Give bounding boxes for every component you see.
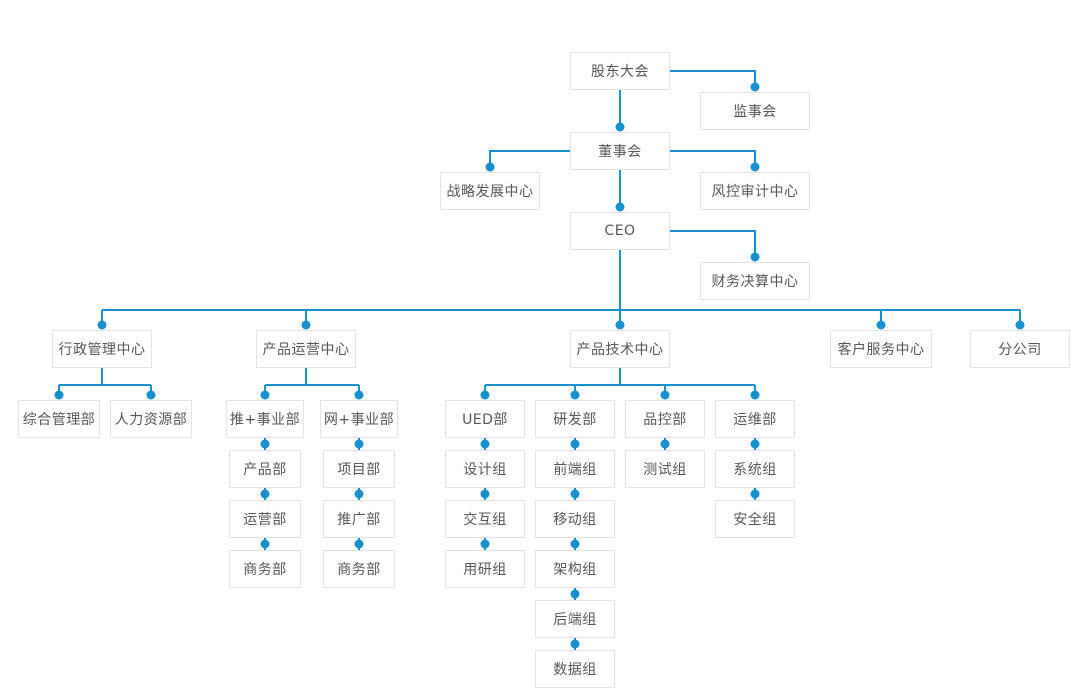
node-security-team: 安全组	[715, 500, 795, 538]
node-promotion-dept: 推广部	[323, 500, 395, 538]
connector-dot	[615, 202, 625, 212]
connector-dot	[570, 639, 580, 649]
node-frontend-team: 前端组	[535, 450, 615, 488]
node-admin-center: 行政管理中心	[52, 330, 152, 368]
node-wang-division: 网+事业部	[320, 400, 398, 438]
connector-dot	[480, 489, 490, 499]
node-customer-service-center: 客户服务中心	[830, 330, 932, 368]
connector-dot	[570, 489, 580, 499]
node-product-ops-center: 产品运营中心	[256, 330, 356, 368]
edge-ceo-finance	[670, 230, 756, 259]
connector-dot	[750, 439, 760, 449]
edge-tech-children	[484, 368, 756, 397]
node-interaction-team: 交互组	[445, 500, 525, 538]
node-strategy-center: 战略发展中心	[440, 172, 540, 210]
node-om-dept: 运维部	[715, 400, 795, 438]
node-business-dept-wang: 商务部	[323, 550, 395, 588]
connector-dot	[260, 439, 270, 449]
connector-dot	[146, 390, 156, 400]
node-ceo: CEO	[570, 212, 670, 250]
edge-board-risk-audit	[670, 150, 756, 169]
connector-dot	[750, 82, 760, 92]
connector-dot	[570, 539, 580, 549]
node-general-admin-dept: 综合管理部	[18, 400, 100, 438]
node-operations-dept: 运营部	[229, 500, 301, 538]
node-supervisory-board: 监事会	[700, 92, 810, 130]
edge-admin-children	[58, 368, 152, 397]
edge-board-strategy	[489, 150, 570, 169]
connector-dot	[354, 390, 364, 400]
node-branch-company: 分公司	[970, 330, 1070, 368]
node-ued-dept: UED部	[445, 400, 525, 438]
edge-ceo-level2-bus	[101, 250, 1021, 327]
connector-dot	[570, 390, 580, 400]
connector-dot	[750, 162, 760, 172]
node-hr-dept: 人力资源部	[110, 400, 192, 438]
connector-dot	[354, 489, 364, 499]
connector-dot	[260, 390, 270, 400]
connector-dot	[480, 539, 490, 549]
node-risk-audit-center: 风控审计中心	[700, 172, 810, 210]
connector-dot	[54, 390, 64, 400]
node-qc-dept: 品控部	[625, 400, 705, 438]
connector-dot	[750, 489, 760, 499]
connector-dot	[660, 390, 670, 400]
connector-dot	[876, 320, 886, 330]
node-shareholders-meeting: 股东大会	[570, 52, 670, 90]
connector-dot	[485, 162, 495, 172]
node-testing-team: 测试组	[625, 450, 705, 488]
node-finance-center: 财务决算中心	[700, 262, 810, 300]
connector-dot	[260, 489, 270, 499]
connector-dot	[301, 320, 311, 330]
connector-dot	[570, 589, 580, 599]
node-backend-team: 后端组	[535, 600, 615, 638]
connector-dot	[354, 539, 364, 549]
node-system-team: 系统组	[715, 450, 795, 488]
connector-dot	[480, 390, 490, 400]
connector-dot	[750, 390, 760, 400]
node-mobile-team: 移动组	[535, 500, 615, 538]
edge-ops-children	[264, 368, 360, 397]
node-architecture-team: 架构组	[535, 550, 615, 588]
node-product-dept: 产品部	[229, 450, 301, 488]
connector-dot	[660, 439, 670, 449]
node-board-of-directors: 董事会	[570, 132, 670, 170]
node-business-dept-tui: 商务部	[229, 550, 301, 588]
node-data-team: 数据组	[535, 650, 615, 688]
node-product-tech-center: 产品技术中心	[570, 330, 670, 368]
node-tui-division: 推+事业部	[226, 400, 304, 438]
connector-dot	[750, 252, 760, 262]
connector-dot	[97, 320, 107, 330]
connector-dot	[615, 122, 625, 132]
edge-shareholders-supervisory	[670, 70, 756, 89]
connector-dot	[570, 439, 580, 449]
connector-dot	[260, 539, 270, 549]
node-design-team: 设计组	[445, 450, 525, 488]
connector-dot	[1015, 320, 1025, 330]
connector-dot	[615, 320, 625, 330]
connector-dot	[480, 439, 490, 449]
node-user-research-team: 用研组	[445, 550, 525, 588]
connector-dot	[354, 439, 364, 449]
node-rd-dept: 研发部	[535, 400, 615, 438]
node-project-dept: 项目部	[323, 450, 395, 488]
